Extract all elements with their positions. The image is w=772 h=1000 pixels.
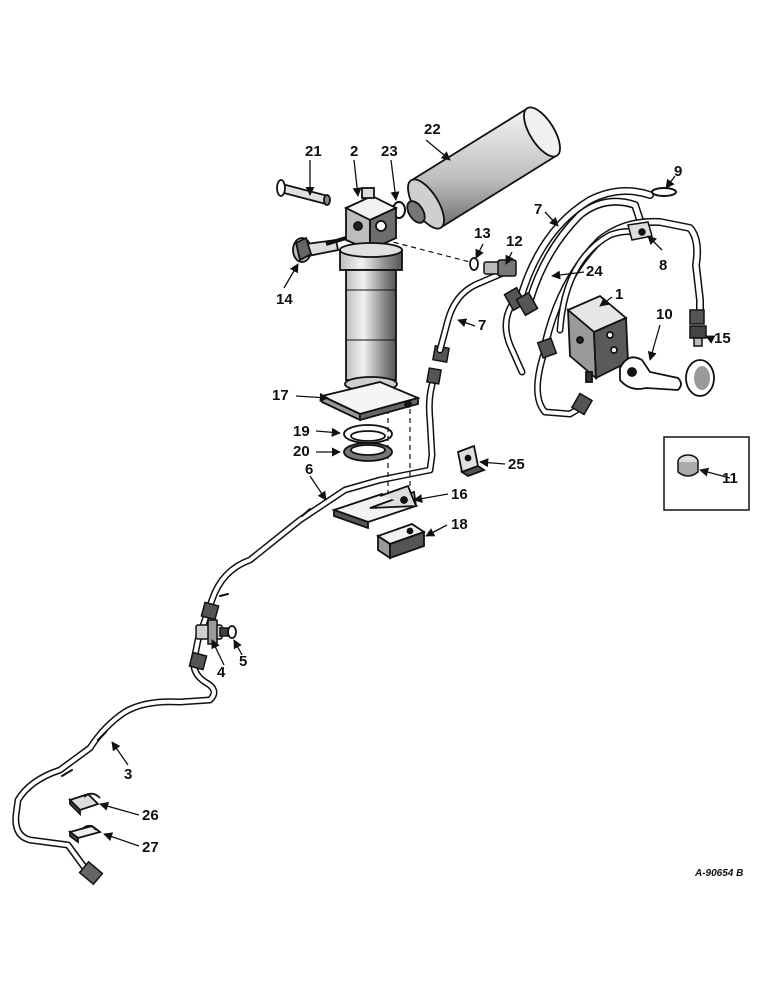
bracket-16 [331,484,419,530]
head-pin [325,236,347,246]
tube-7 [436,268,509,354]
seal-20 [343,442,393,462]
ring-9 [651,187,677,197]
alignment-lines [384,239,471,500]
callout-26: 26 [142,807,159,824]
tube-end-fitting [78,860,104,886]
block-18 [376,523,426,560]
callout-19: 19 [293,423,310,440]
callout-6: 6 [305,461,314,478]
canister-22 [406,106,561,230]
tube-3-6 [12,381,436,879]
callout-16: 16 [451,486,468,503]
o-ring-13 [469,257,479,271]
cylinder-2 [339,187,403,392]
callout-23: 23 [381,143,398,160]
callout-5: 5 [239,653,248,670]
elbow-fitting-12 [483,259,517,277]
callout-17: 17 [272,387,289,404]
callout-22: 22 [424,121,441,138]
pin-21 [276,179,331,206]
callout-11: 11 [722,470,738,487]
base-plate-17 [319,381,421,422]
callout-7a: 7 [534,201,543,218]
clamp-8 [627,221,653,241]
callout-12: 12 [506,233,523,250]
callout-20: 20 [293,443,310,460]
lever-10 [619,356,715,397]
callout-3: 3 [124,766,133,783]
o-ring-5 [227,625,237,639]
callout-25: 25 [508,456,525,473]
callout-15: 15 [714,330,731,347]
callout-1: 1 [615,286,624,303]
callout-10: 10 [656,306,673,323]
tube-nuts [188,345,450,671]
hose-fittings [503,286,705,416]
fitting-15 [689,325,707,347]
control-valve-1 [566,294,629,383]
callout-13: 13 [474,225,491,242]
leader-lines [99,139,731,847]
callout-18: 18 [451,516,468,533]
seal-19 [343,424,393,444]
callout-7b: 7 [478,317,487,334]
callout-24: 24 [586,263,603,280]
clamp-26 [68,792,101,817]
hoses-7-24 [502,187,704,418]
callout-27: 27 [142,839,159,856]
callout-9: 9 [674,163,683,180]
callout-21: 21 [305,143,322,160]
callout-14: 14 [276,291,293,308]
callout-8: 8 [659,257,668,274]
clip-25 [456,444,486,478]
callout-2: 2 [350,143,359,160]
clamp-27 [67,824,103,844]
callout-4: 4 [217,664,226,681]
drawing-number: A-90654 B [695,868,744,879]
